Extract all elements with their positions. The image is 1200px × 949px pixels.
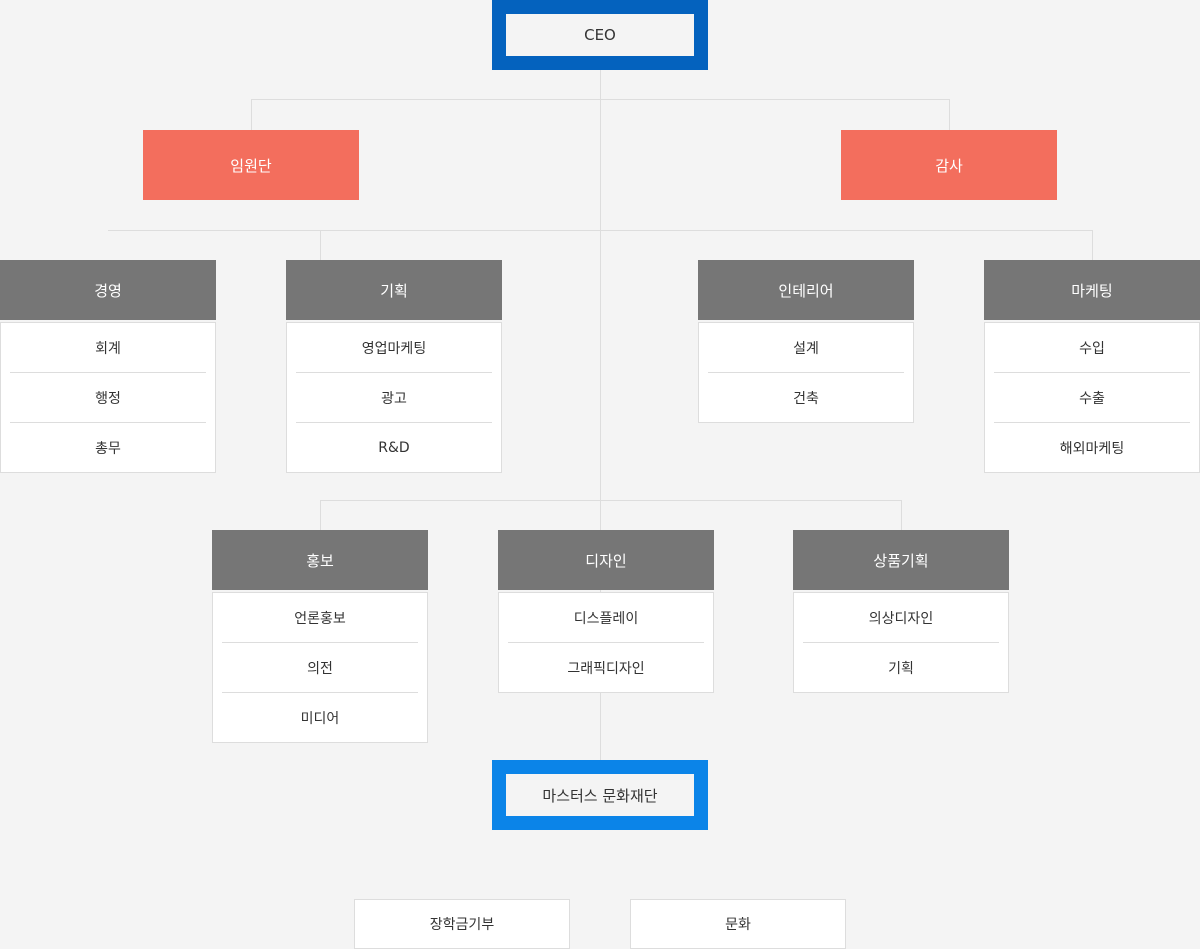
dept-item: 수출 [994, 373, 1190, 423]
dept-title: 디자인 [498, 530, 714, 590]
dept-title: 인테리어 [698, 260, 914, 320]
ceo-node: CEO [492, 0, 708, 70]
dept-item-list: 디스플레이 그래픽디자인 [498, 592, 714, 693]
connector-trunk [600, 70, 601, 760]
foundation-scholarship: 장학금기부 [354, 899, 570, 949]
dept-title: 마케팅 [984, 260, 1200, 320]
dept-title: 기획 [286, 260, 502, 320]
connector-row2-horizontal [320, 500, 902, 501]
dept-item: 행정 [10, 373, 206, 423]
dept-pr: 홍보 언론홍보 의전 미디어 [212, 530, 428, 743]
connector-row1-plan [320, 230, 321, 260]
audit-node: 감사 [841, 130, 1057, 200]
dept-item-list: 설계 건축 [698, 322, 914, 423]
dept-title: 상품기획 [793, 530, 1009, 590]
connector-row1-horizontal [108, 230, 1093, 231]
connector-exec-right [949, 99, 950, 130]
dept-item-list: 회계 행정 총무 [0, 322, 216, 473]
dept-item: 영업마케팅 [296, 323, 492, 373]
dept-item: 수입 [994, 323, 1190, 373]
executive-board-node: 임원단 [143, 130, 359, 200]
dept-item: 건축 [793, 390, 819, 407]
dept-item: 기획 [888, 660, 914, 677]
dept-item: 회계 [10, 323, 206, 373]
dept-item: 그래픽디자인 [567, 660, 645, 677]
dept-planning: 기획 영업마케팅 광고 R&D [286, 260, 502, 473]
ceo-label: CEO [506, 14, 694, 56]
foundation-node: 마스터스 문화재단 [492, 760, 708, 830]
dept-item: 설계 [708, 323, 904, 373]
dept-item-list: 수입 수출 해외마케팅 [984, 322, 1200, 473]
foundation-culture: 문화 [630, 899, 846, 949]
dept-item-list: 언론홍보 의전 미디어 [212, 592, 428, 743]
connector-exec-horizontal [251, 99, 949, 100]
connector-row1-marketing [1092, 230, 1093, 260]
connector-exec-left [251, 99, 252, 130]
foundation-label: 마스터스 문화재단 [506, 774, 694, 816]
dept-title: 홍보 [212, 530, 428, 590]
connector-row2-product [901, 500, 902, 530]
dept-item: 디스플레이 [508, 593, 704, 643]
dept-item: 광고 [296, 373, 492, 423]
connector-row2-pr [320, 500, 321, 530]
dept-management: 경영 회계 행정 총무 [0, 260, 216, 473]
dept-product-planning: 상품기획 의상디자인 기획 [793, 530, 1009, 693]
dept-item: 미디어 [300, 710, 340, 727]
dept-item-list: 영업마케팅 광고 R&D [286, 322, 502, 473]
dept-title: 경영 [0, 260, 216, 320]
dept-item: 해외마케팅 [1059, 440, 1125, 457]
dept-marketing: 마케팅 수입 수출 해외마케팅 [984, 260, 1200, 473]
dept-interior: 인테리어 설계 건축 [698, 260, 914, 423]
dept-item: 의전 [222, 643, 418, 693]
dept-item: 언론홍보 [222, 593, 418, 643]
dept-item-list: 의상디자인 기획 [793, 592, 1009, 693]
dept-item: R&D [378, 439, 410, 456]
dept-design: 디자인 디스플레이 그래픽디자인 [498, 530, 714, 693]
dept-item: 총무 [95, 440, 121, 457]
dept-item: 의상디자인 [803, 593, 999, 643]
